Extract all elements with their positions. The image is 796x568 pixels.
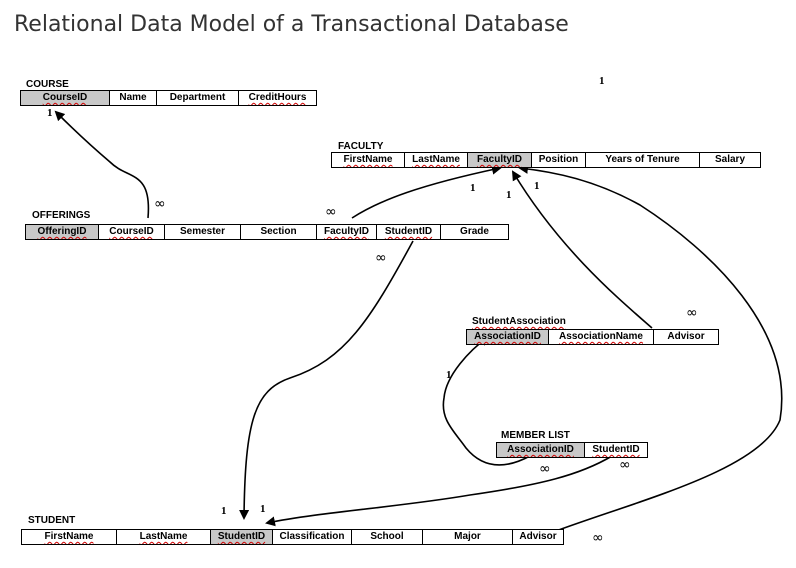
link-offerings-faculty: [351, 164, 502, 219]
faculty-col-lastname: LastName: [405, 153, 468, 167]
student-col-advisor: Advisor: [519, 531, 557, 542]
faculty-col-facultyid: FacultyID: [468, 153, 532, 167]
cardinality-one: 1: [47, 107, 53, 119]
link-student-faculty: [518, 163, 783, 532]
course-col-courseid: CourseID: [21, 91, 110, 105]
association-col-advisor: Advisor: [667, 331, 705, 342]
page-title: Relational Data Model of a Transactional…: [14, 12, 569, 37]
link-memberlist-student: [265, 455, 613, 527]
course-table-name: COURSE: [26, 79, 69, 90]
offerings-col-offeringid: OfferingID: [26, 225, 99, 239]
faculty-col-position: Position: [532, 153, 586, 167]
memberlist-table: AssociationID StudentID: [496, 442, 648, 458]
cardinality-many: ∞: [539, 461, 551, 477]
cardinality-many: ∞: [375, 250, 387, 266]
association-col-associationname: AssociationName: [549, 330, 654, 344]
cardinality-one: 1: [506, 189, 512, 201]
offerings-table-name: OFFERINGS: [32, 210, 91, 221]
association-table: AssociationID AssociationName Advisor: [466, 329, 719, 345]
cardinality-one: 1: [470, 182, 476, 194]
course-col-department: Department: [157, 91, 239, 105]
cardinality-one: 1: [446, 369, 452, 381]
student-table-name: STUDENT: [28, 515, 76, 526]
memberlist-col-studentid: StudentID: [592, 444, 640, 455]
offerings-col-studentid: StudentID: [377, 225, 441, 239]
student-col-major: Major: [423, 530, 513, 544]
link-offerings-student: [239, 240, 414, 520]
student-col-firstname: FirstName: [22, 530, 117, 544]
offerings-col-courseid: CourseID: [99, 225, 165, 239]
student-col-lastname: LastName: [117, 530, 211, 544]
course-table: CourseID Name Department CreditHours: [20, 90, 317, 106]
faculty-col-salary: Salary: [714, 154, 746, 165]
association-col-associationid: AssociationID: [467, 330, 549, 344]
student-table: FirstName LastName StudentID Classificat…: [21, 529, 564, 545]
student-col-classification: Classification: [273, 530, 352, 544]
faculty-table: FirstName LastName FacultyID Position Ye…: [331, 152, 761, 168]
cardinality-one: 1: [260, 503, 266, 515]
cardinality-one: 1: [221, 505, 227, 517]
memberlist-col-associationid: AssociationID: [497, 443, 585, 457]
link-offerings-course: [54, 110, 150, 219]
cardinality-one: 1: [599, 75, 605, 87]
faculty-col-years-of-tenure: Years of Tenure: [586, 153, 700, 167]
cardinality-many: ∞: [154, 196, 166, 212]
cardinality-many: ∞: [325, 204, 337, 220]
faculty-col-firstname: FirstName: [332, 153, 405, 167]
offerings-col-semester: Semester: [165, 225, 241, 239]
offerings-col-grade: Grade: [460, 226, 489, 237]
faculty-table-name: FACULTY: [338, 141, 384, 152]
association-table-name: StudentAssociation: [472, 316, 566, 327]
cardinality-many: ∞: [686, 305, 698, 321]
cardinality-one: 1: [534, 180, 540, 192]
course-col-name: Name: [110, 91, 157, 105]
course-col-credithours: CreditHours: [248, 92, 307, 103]
offerings-col-facultyid: FacultyID: [317, 225, 377, 239]
link-memberlist-association: [442, 335, 531, 466]
student-col-studentid: StudentID: [211, 530, 273, 544]
cardinality-many: ∞: [619, 457, 631, 473]
offerings-table: OfferingID CourseID Semester Section Fac…: [25, 224, 509, 240]
offerings-col-section: Section: [241, 225, 317, 239]
cardinality-many: ∞: [592, 530, 604, 546]
link-association-faculty: [511, 170, 653, 329]
student-col-school: School: [352, 530, 423, 544]
memberlist-table-name: MEMBER LIST: [501, 430, 570, 441]
